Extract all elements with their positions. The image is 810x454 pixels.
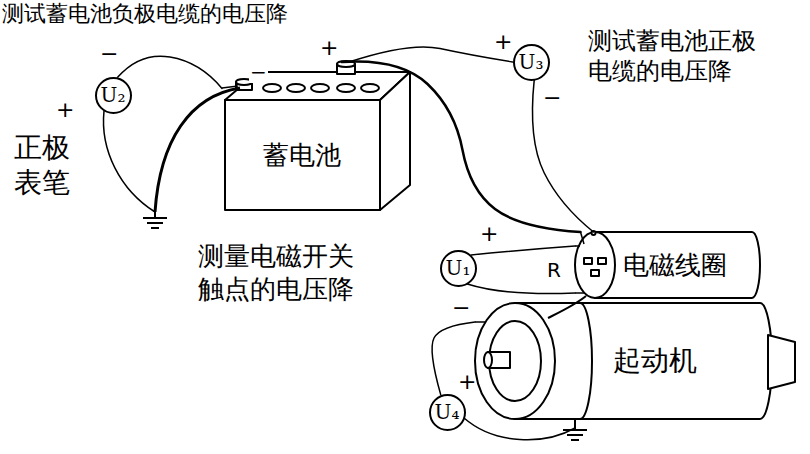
component-letter: R [547,258,561,283]
probe-wire [464,418,575,440]
polarity-sign: − [543,84,561,112]
wire-stub [475,321,485,323]
cell-cap [311,84,329,92]
wire [342,61,581,232]
voltmeter-circle: U₁ [440,250,477,287]
starter-drawing [475,296,795,419]
starter-band [580,303,592,419]
ground-line [151,227,159,229]
starter-strap [548,296,586,318]
voltmeter-circle: U₃ [513,44,550,81]
polarity-sign: − [452,294,470,322]
wires [103,86,575,440]
solenoid-box: 电磁线圈 [575,232,760,298]
starter-front [475,303,555,419]
polarity-sign: + [56,96,74,124]
battery-front [225,100,380,210]
wire [532,80,593,232]
wire-stub [575,292,585,294]
ground-symbol [563,419,587,440]
voltmeter-circle: U₂ [95,77,132,114]
negative-cable [155,88,240,212]
contact-terminal [598,258,606,264]
node-text: U₁ [446,258,471,278]
solenoid-front [575,232,615,298]
solenoid-body [595,232,760,298]
ground-line [567,434,583,436]
node-text: U₃ [519,52,544,72]
polarity-sign: − [100,40,118,68]
callout-text: 测试蓄电池负极电缆的电压降 [2,0,288,28]
polarity-sign: + [494,28,512,56]
ground-line [147,222,163,224]
ground-line [563,429,587,431]
callout-text: 正极 表笔 [14,130,76,200]
callout-text: 测量电磁开关 触点的电压降 [198,240,368,305]
polarity-sign: + [458,368,476,396]
contact-terminal [584,258,592,264]
node-text: 电磁线圈 [623,248,727,283]
starter-motor-box: 起动机 [475,302,790,420]
voltmeter-circle: U₄ [429,394,466,431]
battery-drawing [225,61,410,210]
wire [118,56,222,88]
battery-box: 蓄电池 [222,62,412,212]
starter-front-ring [489,321,541,401]
ground-line [574,419,576,430]
cell-cap [337,84,355,92]
wire-stub [222,86,238,88]
starter-nose [768,335,795,389]
callout-text: 测试蓄电池正极 电缆的电压降 [588,26,768,86]
wire-stub [581,232,585,244]
node-text: 蓄电池 [263,138,341,173]
ground-line [143,217,167,219]
solenoid-drawing [575,231,760,298]
polarity-sign: − [249,61,268,83]
cell-cap [263,84,281,92]
battery-side [380,72,410,210]
polarity-sign: + [320,34,338,62]
starter-shaft-end [484,352,492,368]
polarity-sign: + [480,220,498,248]
probe-wire [103,111,155,212]
node-text: U₄ [435,402,460,422]
cell-cap [287,84,305,92]
ground-line [571,439,579,441]
node-text: U₂ [101,85,126,105]
wire [471,246,575,255]
contact-terminal [591,270,599,276]
node-text: 起动机 [613,342,697,380]
wire [467,284,575,294]
ground-symbol [143,212,167,228]
cell-cap [361,84,379,92]
wire [349,47,513,62]
